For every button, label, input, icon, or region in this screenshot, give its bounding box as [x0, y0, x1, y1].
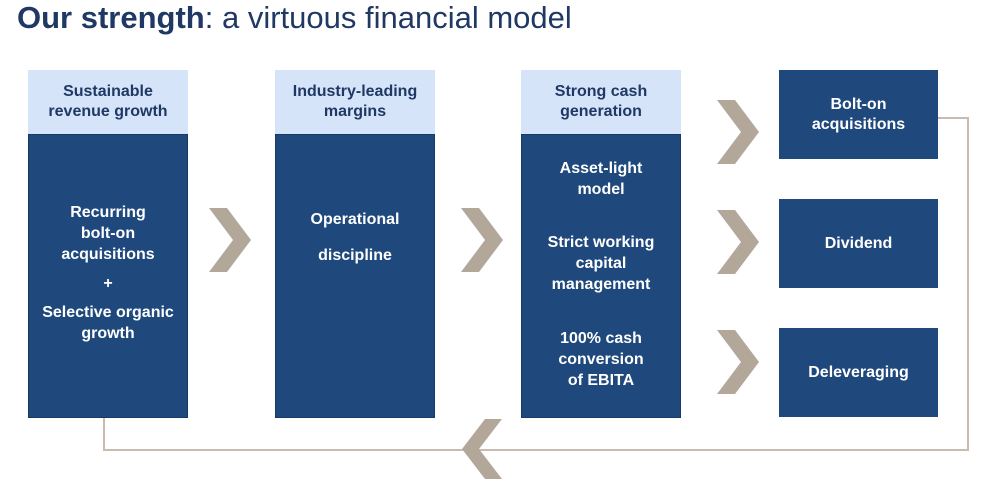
chevron-right-icon [717, 330, 759, 394]
body-line: 100% cash [560, 330, 642, 347]
plus-sign: + [103, 275, 113, 292]
title-rest: : a virtuous financial model [204, 0, 572, 35]
column-header-revenue-growth: Sustainable revenue growth [28, 70, 188, 134]
header-line: generation [560, 103, 642, 120]
body-line: Selective organic [42, 304, 174, 321]
chevron-left-icon [462, 419, 502, 479]
body-line: Asset-light [559, 160, 643, 177]
header-line: Strong cash [554, 83, 648, 100]
column-header-cash-generation: Strong cash generation [521, 70, 681, 134]
body-line: growth [81, 325, 135, 342]
header-line: margins [323, 103, 387, 120]
body-line: model [577, 181, 625, 198]
page-title: Our strength: a virtuous financial model [17, 0, 572, 36]
header-line: Industry-leading [292, 83, 418, 100]
body-line: Recurring [70, 204, 146, 221]
body-line: acquisitions [61, 246, 155, 263]
outcome-line: Dividend [824, 234, 893, 252]
title-bold: Our strength [17, 0, 205, 35]
body-line: discipline [318, 247, 392, 264]
body-line: of EBITA [567, 372, 635, 389]
chevron-right-icon [717, 100, 759, 164]
column-body-margins: Operational discipline [275, 134, 435, 418]
outcome-line: acquisitions [811, 115, 906, 133]
body-line: Operational [310, 211, 400, 228]
outcome-line: Deleveraging [808, 363, 909, 381]
column-body-revenue-growth: Recurring bolt-on acquisitions + Selecti… [28, 134, 188, 418]
outcome-line: Bolt-on [830, 95, 887, 113]
body-line: Strict working [547, 234, 655, 251]
outcome-box-deleveraging: Deleveraging [779, 328, 938, 417]
body-line: management [551, 276, 651, 293]
header-line: Sustainable [63, 83, 153, 100]
chevron-right-icon [461, 208, 503, 272]
body-line: conversion [558, 351, 644, 368]
chevron-right-icon [717, 210, 759, 274]
chevron-right-icon [209, 208, 251, 272]
body-line: capital [575, 255, 627, 272]
column-body-cash-generation: Asset-light model Strict working capital… [521, 134, 681, 418]
outcome-box-dividend: Dividend [779, 199, 938, 288]
body-line: bolt-on [80, 225, 136, 242]
outcome-box-bolt-on-acquisitions: Bolt-on acquisitions [779, 70, 938, 159]
column-header-margins: Industry-leading margins [275, 70, 435, 134]
header-line: revenue growth [48, 103, 168, 120]
